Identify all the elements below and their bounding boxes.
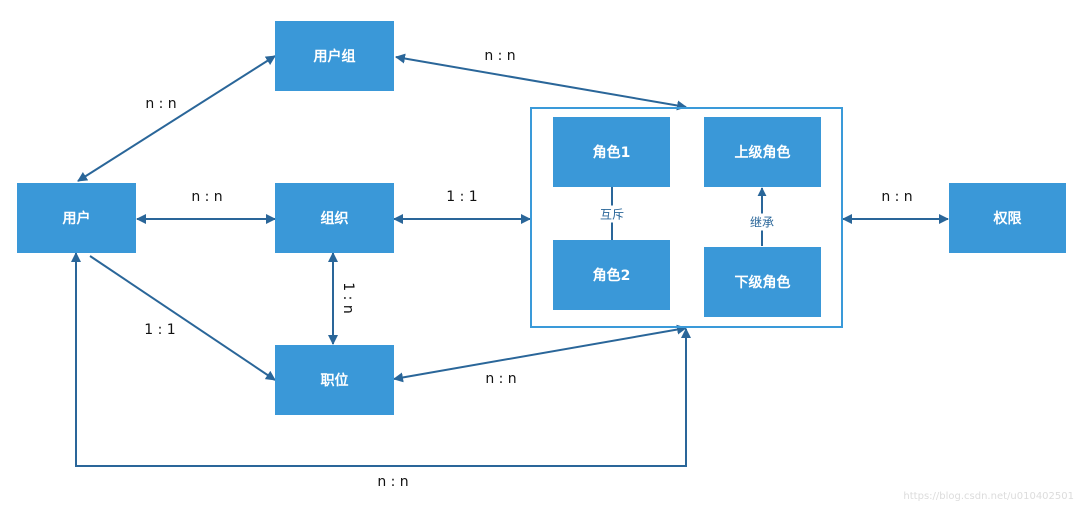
label-user-roles: n : n	[377, 474, 409, 490]
node-position: 职位	[275, 345, 394, 415]
edge-user-usergroup	[77, 55, 276, 182]
label-user-usergroup: n : n	[145, 96, 177, 112]
node-subordinate-role: 下级角色	[704, 247, 821, 317]
node-subordinate-role-label: 下级角色	[734, 275, 791, 291]
node-user-label: 用户	[62, 211, 91, 227]
node-permission-label: 权限	[993, 211, 1022, 227]
label-user-position: 1 : 1	[144, 322, 176, 338]
node-position-label: 职位	[320, 373, 349, 389]
node-organization: 组织	[275, 183, 394, 253]
node-role2: 角色2	[553, 240, 670, 310]
node-role1-label: 角色1	[592, 145, 631, 161]
edge-user-position	[89, 255, 276, 381]
label-role-inherit: 继承	[747, 213, 777, 231]
role-container	[530, 107, 843, 328]
node-user-group: 用户组	[275, 21, 394, 91]
node-superior-role-label: 上级角色	[734, 145, 791, 161]
node-user-group-label: 用户组	[313, 49, 356, 65]
label-organization-roles: 1 : 1	[446, 189, 478, 205]
edge-user-roles	[71, 252, 691, 467]
label-organization-position: 1 : n	[340, 282, 356, 314]
node-role2-label: 角色2	[592, 268, 631, 284]
watermark: https://blog.csdn.net/u010402501	[903, 491, 1074, 502]
edge-usergroup-roles	[395, 53, 687, 111]
edge-position-roles	[393, 324, 687, 383]
node-permission: 权限	[949, 183, 1066, 253]
label-roles-permission: n : n	[881, 189, 913, 205]
label-user-organization: n : n	[191, 189, 223, 205]
label-usergroup-roles: n : n	[484, 48, 516, 64]
label-position-roles: n : n	[485, 371, 517, 387]
node-organization-label: 组织	[320, 211, 349, 227]
label-role-mutex: 互斥	[597, 205, 627, 223]
node-role1: 角色1	[553, 117, 670, 187]
node-user: 用户	[17, 183, 136, 253]
node-superior-role: 上级角色	[704, 117, 821, 187]
